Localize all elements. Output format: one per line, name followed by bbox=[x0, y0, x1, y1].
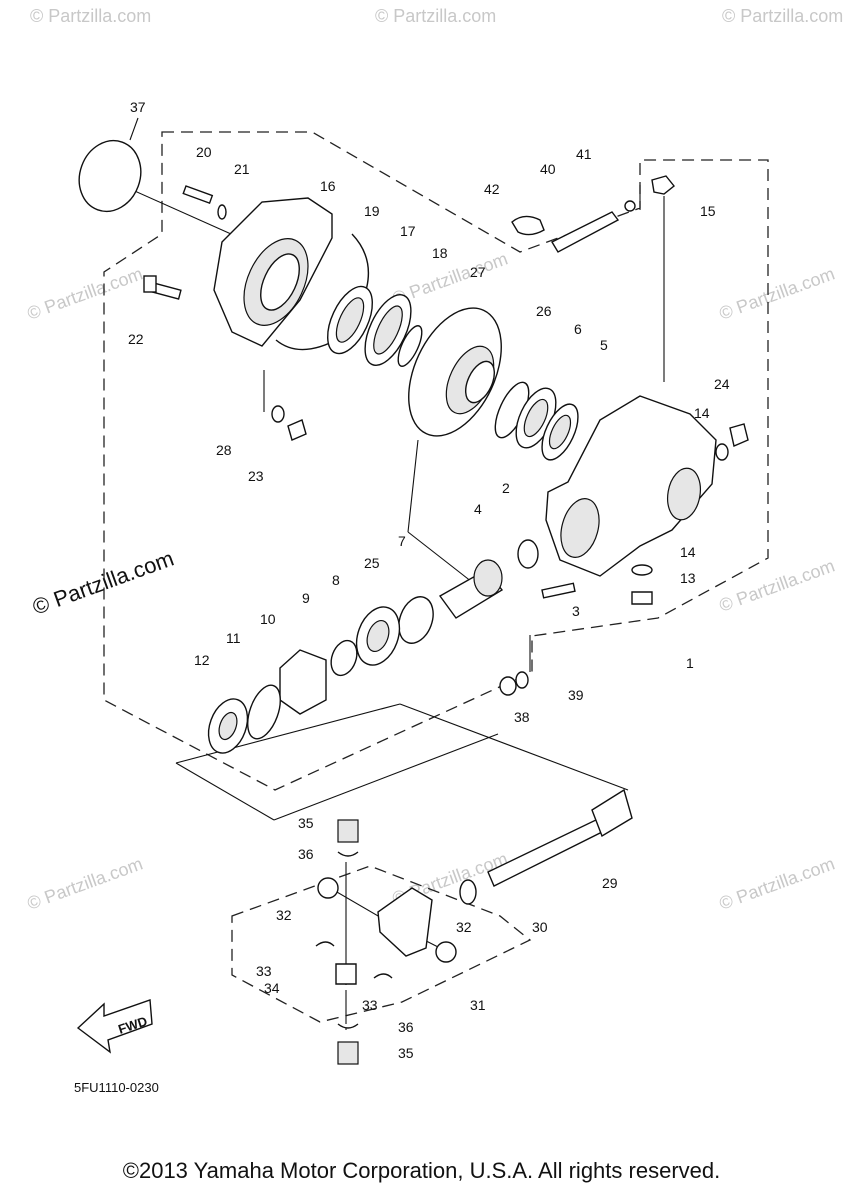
o-ring-25 bbox=[398, 596, 434, 644]
watermark: © Partzilla.com bbox=[25, 263, 146, 323]
parts: FWD bbox=[76, 139, 749, 1065]
callout: 15 bbox=[700, 203, 716, 219]
nut-10 bbox=[279, 649, 327, 715]
bearing-32-b bbox=[435, 941, 457, 963]
clip-36 bbox=[337, 851, 359, 857]
callout: 35 bbox=[298, 815, 314, 831]
callout: 3 bbox=[572, 603, 580, 619]
callout: 14 bbox=[680, 544, 696, 560]
callout: 40 bbox=[540, 161, 556, 177]
assembly-outlines bbox=[103, 131, 769, 1023]
leader-lines bbox=[109, 117, 665, 1030]
spider-34 bbox=[335, 963, 357, 985]
callout: 12 bbox=[194, 652, 210, 668]
callout: 26 bbox=[536, 303, 552, 319]
nut-38 bbox=[499, 676, 517, 696]
watermark: © Partzilla.com bbox=[717, 853, 838, 913]
copyright-notice: ©2013 Yamaha Motor Corporation, U.S.A. A… bbox=[122, 1158, 721, 1183]
callout: 39 bbox=[568, 687, 584, 703]
cup-35-b bbox=[337, 1041, 359, 1065]
callout: 42 bbox=[484, 181, 500, 197]
clip-36-b bbox=[337, 1023, 359, 1029]
callout: 17 bbox=[400, 223, 416, 239]
callout: 14 bbox=[694, 405, 710, 421]
callout: 21 bbox=[234, 161, 250, 177]
callout: 34 bbox=[264, 980, 280, 996]
callout: 28 bbox=[216, 442, 232, 458]
callout: 38 bbox=[514, 709, 530, 725]
plug-24 bbox=[729, 423, 749, 447]
callout: 33 bbox=[256, 963, 272, 979]
gasket-14 bbox=[715, 443, 729, 461]
watermark: © Partzilla.com bbox=[717, 555, 838, 615]
callout: 24 bbox=[714, 376, 730, 392]
watermark: © Partzilla.com bbox=[25, 853, 146, 913]
callout: 18 bbox=[432, 245, 448, 261]
callout: 29 bbox=[602, 875, 618, 891]
callout: 32 bbox=[456, 919, 472, 935]
watermark-main: © Partzilla.com bbox=[29, 546, 177, 620]
o-ring-37 bbox=[78, 139, 142, 213]
callout: 23 bbox=[248, 468, 264, 484]
callout: 35 bbox=[398, 1045, 414, 1061]
callout: 16 bbox=[320, 178, 336, 194]
clip-33 bbox=[315, 941, 335, 947]
callout: 6 bbox=[574, 321, 582, 337]
callout: 10 bbox=[260, 611, 276, 627]
watermark: © Partzilla.com bbox=[375, 6, 496, 26]
stud-3 bbox=[541, 582, 576, 599]
cup-35 bbox=[337, 819, 359, 843]
plug-23 bbox=[287, 419, 307, 441]
callout: 31 bbox=[470, 997, 486, 1013]
callout: 4 bbox=[474, 501, 482, 517]
callout: 36 bbox=[298, 846, 314, 862]
collar-9 bbox=[330, 639, 358, 677]
callout: 20 bbox=[196, 144, 212, 160]
callout: 37 bbox=[130, 99, 146, 115]
callout: 7 bbox=[398, 533, 406, 549]
fwd-arrow-icon bbox=[76, 999, 153, 1054]
callout: 25 bbox=[364, 555, 380, 571]
plug-13 bbox=[631, 591, 653, 605]
callouts: 1 2 3 4 5 6 7 8 9 10 11 12 13 14 14 15 1… bbox=[128, 99, 730, 1061]
watermark: © Partzilla.com bbox=[717, 263, 838, 323]
circlip-30 bbox=[459, 879, 477, 905]
callout: 19 bbox=[364, 203, 380, 219]
callout: 27 bbox=[470, 264, 486, 280]
washer-28 bbox=[271, 405, 285, 423]
callout: 36 bbox=[398, 1019, 414, 1035]
callout: 22 bbox=[128, 331, 144, 347]
gasket-14-lower bbox=[631, 564, 653, 576]
clip-41 bbox=[624, 200, 636, 212]
bearing-4 bbox=[517, 539, 539, 569]
callout: 32 bbox=[276, 907, 292, 923]
callout: 33 bbox=[362, 997, 378, 1013]
drive-shaft-29 bbox=[487, 817, 607, 887]
clamp-42 bbox=[511, 215, 545, 236]
watermark: © Partzilla.com bbox=[30, 6, 151, 26]
washer-39 bbox=[515, 671, 529, 689]
callout: 1 bbox=[686, 655, 694, 671]
hose-40 bbox=[551, 211, 620, 253]
callout: 41 bbox=[576, 146, 592, 162]
callout: 11 bbox=[226, 630, 241, 646]
callout: 13 bbox=[680, 570, 696, 586]
callout: 9 bbox=[302, 590, 310, 606]
callout: 2 bbox=[502, 480, 510, 496]
bearing-32 bbox=[317, 877, 339, 899]
callout: 30 bbox=[532, 919, 548, 935]
callout: 8 bbox=[332, 572, 340, 588]
o-ring-11 bbox=[247, 684, 281, 740]
diagram-code: 5FU1110-0230 bbox=[74, 1080, 159, 1095]
watermark: © Partzilla.com bbox=[722, 6, 843, 26]
callout: 5 bbox=[600, 337, 608, 353]
yoke-31 bbox=[377, 887, 433, 957]
fitting-15 bbox=[651, 175, 675, 195]
clip-33-b bbox=[373, 973, 393, 979]
